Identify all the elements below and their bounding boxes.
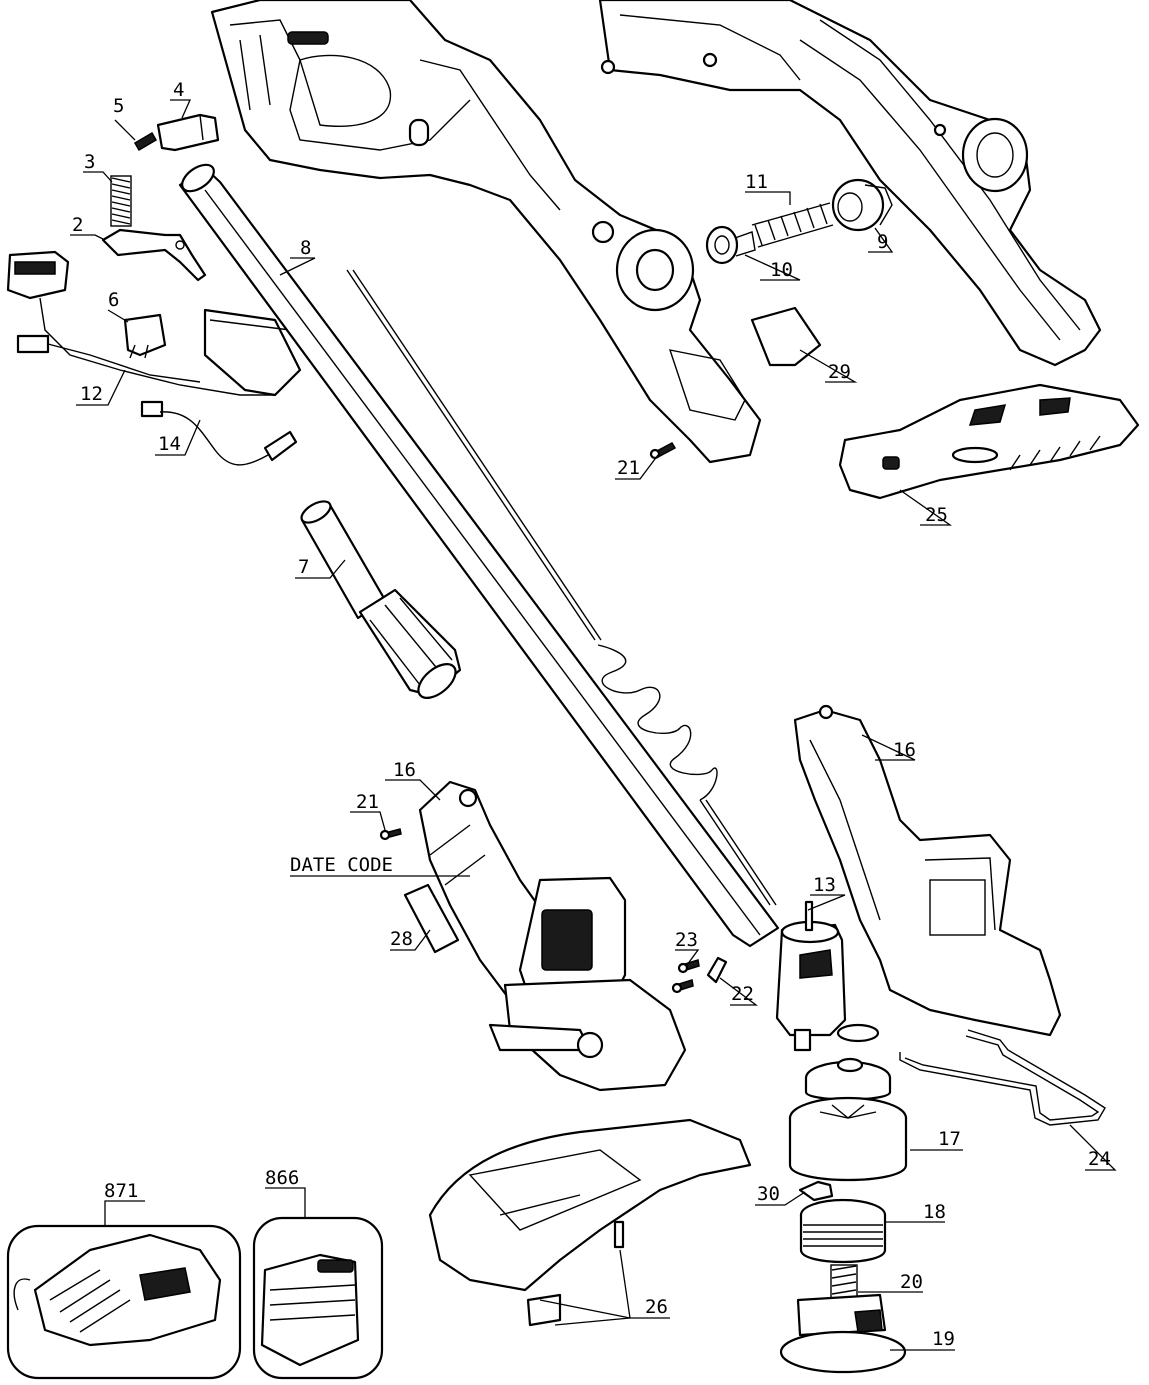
part-5-pin xyxy=(133,131,158,152)
label-4: 4 xyxy=(173,79,184,101)
label-2: 2 xyxy=(72,214,83,236)
label-28: 28 xyxy=(390,928,413,950)
label-24: 24 xyxy=(1088,1148,1111,1170)
part-25-aux-handle xyxy=(838,383,1140,500)
part-labels: 5 4 3 2 6 12 14 7 8 11 10 9 29 21 25 16 … xyxy=(72,79,1111,1350)
part-13-motor xyxy=(775,900,880,1052)
coiled-power-cord xyxy=(346,269,777,906)
drive-gear xyxy=(804,1057,892,1101)
label-17: 17 xyxy=(938,1128,961,1150)
part-19-spool-cap xyxy=(779,1293,907,1374)
part-18-spool xyxy=(799,1198,887,1264)
part-12-switch-wiring xyxy=(6,250,302,397)
handle-housing-left xyxy=(210,0,762,464)
part-11-spring xyxy=(751,202,834,248)
label-26: 26 xyxy=(645,1296,668,1318)
part-6-microswitch xyxy=(123,313,167,359)
label-3: 3 xyxy=(84,151,95,173)
part-22-clip xyxy=(706,956,728,984)
label-10: 10 xyxy=(770,259,793,281)
label-19: 19 xyxy=(932,1328,955,1350)
label-30: 30 xyxy=(757,1183,780,1205)
part-4-lock-button xyxy=(156,113,220,152)
part-21-screw-top xyxy=(649,442,677,460)
label-14: 14 xyxy=(158,433,181,455)
label-5: 5 xyxy=(113,95,124,117)
label-7: 7 xyxy=(298,556,309,578)
label-13: 13 xyxy=(813,874,836,896)
part-26-guard xyxy=(428,1118,752,1327)
part-10-bushing xyxy=(705,225,756,265)
part-28-label xyxy=(403,883,460,954)
part-3-spring xyxy=(110,175,132,227)
label-21-lower: 21 xyxy=(356,791,379,813)
label-9: 9 xyxy=(877,231,888,253)
handle-housing-right xyxy=(598,0,1102,367)
label-8: 8 xyxy=(300,237,311,259)
date-code-label: DATE CODE xyxy=(290,854,393,876)
label-20: 20 xyxy=(900,1271,923,1293)
part-9-lock-knob xyxy=(831,178,893,232)
part-2-trigger xyxy=(101,228,207,282)
part-16-motor-housing-right xyxy=(793,704,1062,1037)
label-23: 23 xyxy=(675,929,698,951)
part-24-edge-guide xyxy=(899,1029,1106,1126)
part-14-lead-wire xyxy=(140,400,298,466)
part-16-motor-housing-left xyxy=(418,780,687,1092)
label-866: 866 xyxy=(265,1167,299,1189)
battery-pack-866 xyxy=(252,1216,384,1380)
label-12: 12 xyxy=(80,383,103,405)
part-8-shaft-tube xyxy=(178,163,780,948)
label-16-left: 16 xyxy=(393,759,416,781)
label-29: 29 xyxy=(828,361,851,383)
label-11: 11 xyxy=(745,171,768,193)
part-17-spool-housing xyxy=(788,1096,908,1182)
leader-lines xyxy=(70,99,1117,1351)
part-21-screw-lower xyxy=(379,828,402,841)
charger-871 xyxy=(6,1224,242,1380)
part-30-eyelet xyxy=(798,1180,834,1202)
label-871: 871 xyxy=(104,1180,138,1202)
label-22: 22 xyxy=(731,983,754,1005)
label-21-top: 21 xyxy=(617,457,640,479)
part-23-screws xyxy=(671,959,700,994)
label-16-right: 16 xyxy=(893,739,916,761)
label-25: 25 xyxy=(925,504,948,526)
label-6: 6 xyxy=(108,289,119,311)
label-18: 18 xyxy=(923,1201,946,1223)
